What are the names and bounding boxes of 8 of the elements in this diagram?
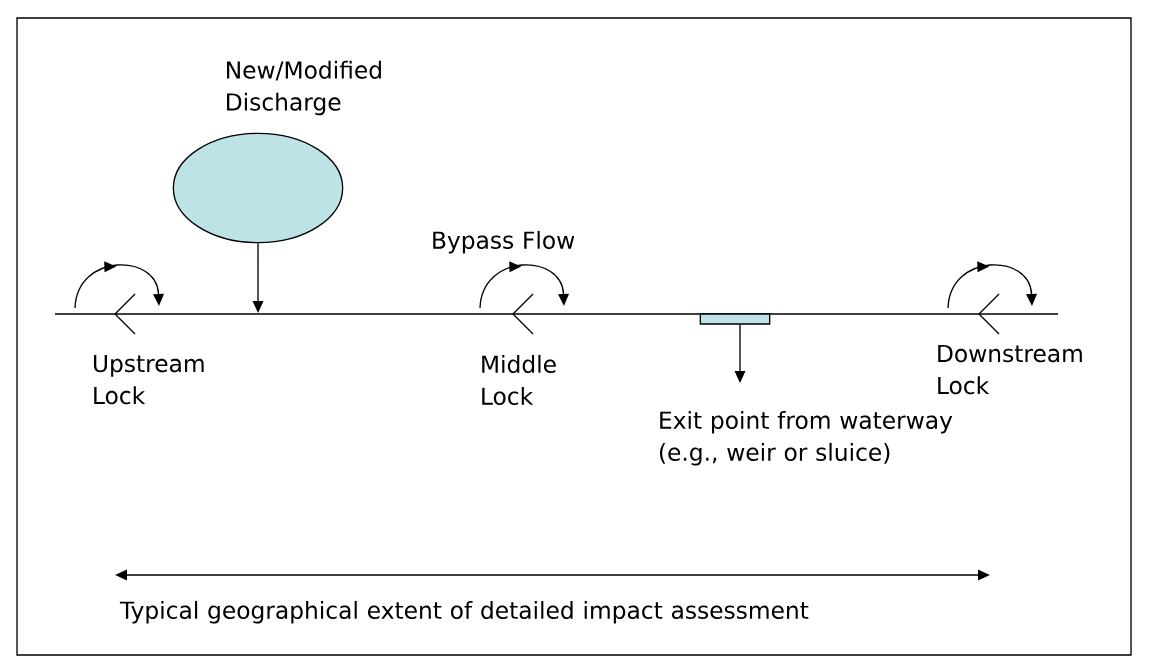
text-label: Exit point from waterway (e.g., weir or sluice) bbox=[659, 410, 953, 466]
lock-label: Downstream Lock bbox=[938, 344, 1082, 395]
caption: Typical geographical extent of detailed impact assessment bbox=[119, 600, 809, 624]
lock-label: Middle Lock bbox=[482, 354, 556, 405]
lock-label: Bypass Flow bbox=[433, 230, 575, 254]
node-label: New/Modified Discharge bbox=[227, 60, 381, 116]
sluice-bar bbox=[699, 313, 771, 325]
lock-label: Upstream Lock bbox=[93, 354, 204, 405]
